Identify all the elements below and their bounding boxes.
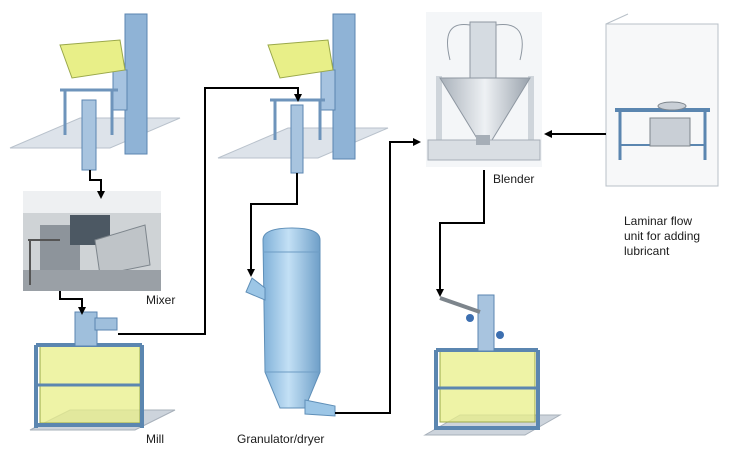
loading-station-1 bbox=[9, 13, 181, 171]
granulator-label: Granulator/dryer bbox=[237, 432, 325, 446]
loading-station-2 bbox=[217, 13, 389, 174]
arrow-mixer-to-mill bbox=[59, 291, 86, 315]
mixer-label: Mixer bbox=[146, 293, 176, 307]
mill-unit bbox=[29, 311, 176, 431]
blender-unit bbox=[426, 12, 542, 167]
laminar-label-line2: unit for adding bbox=[624, 229, 701, 243]
blender-label: Blender bbox=[493, 172, 535, 186]
flow-arrows bbox=[59, 87, 606, 414]
arrow-granulator-to-blender bbox=[335, 138, 421, 414]
final-container bbox=[423, 294, 562, 436]
arrow-station2-to-granulator bbox=[247, 173, 298, 277]
laminar-label-line1: Laminar flow bbox=[624, 214, 693, 228]
granulator-dryer bbox=[245, 227, 336, 417]
mill-label: Mill bbox=[146, 432, 164, 446]
arrow-station1-to-mixer bbox=[89, 170, 105, 199]
arrow-mill-to-station2 bbox=[118, 87, 302, 335]
laminar-label-line3: lubricant bbox=[624, 244, 670, 258]
laminar-flow-unit bbox=[605, 13, 719, 187]
mixer-photo bbox=[23, 191, 161, 291]
arrow-blender-to-container bbox=[436, 170, 485, 297]
